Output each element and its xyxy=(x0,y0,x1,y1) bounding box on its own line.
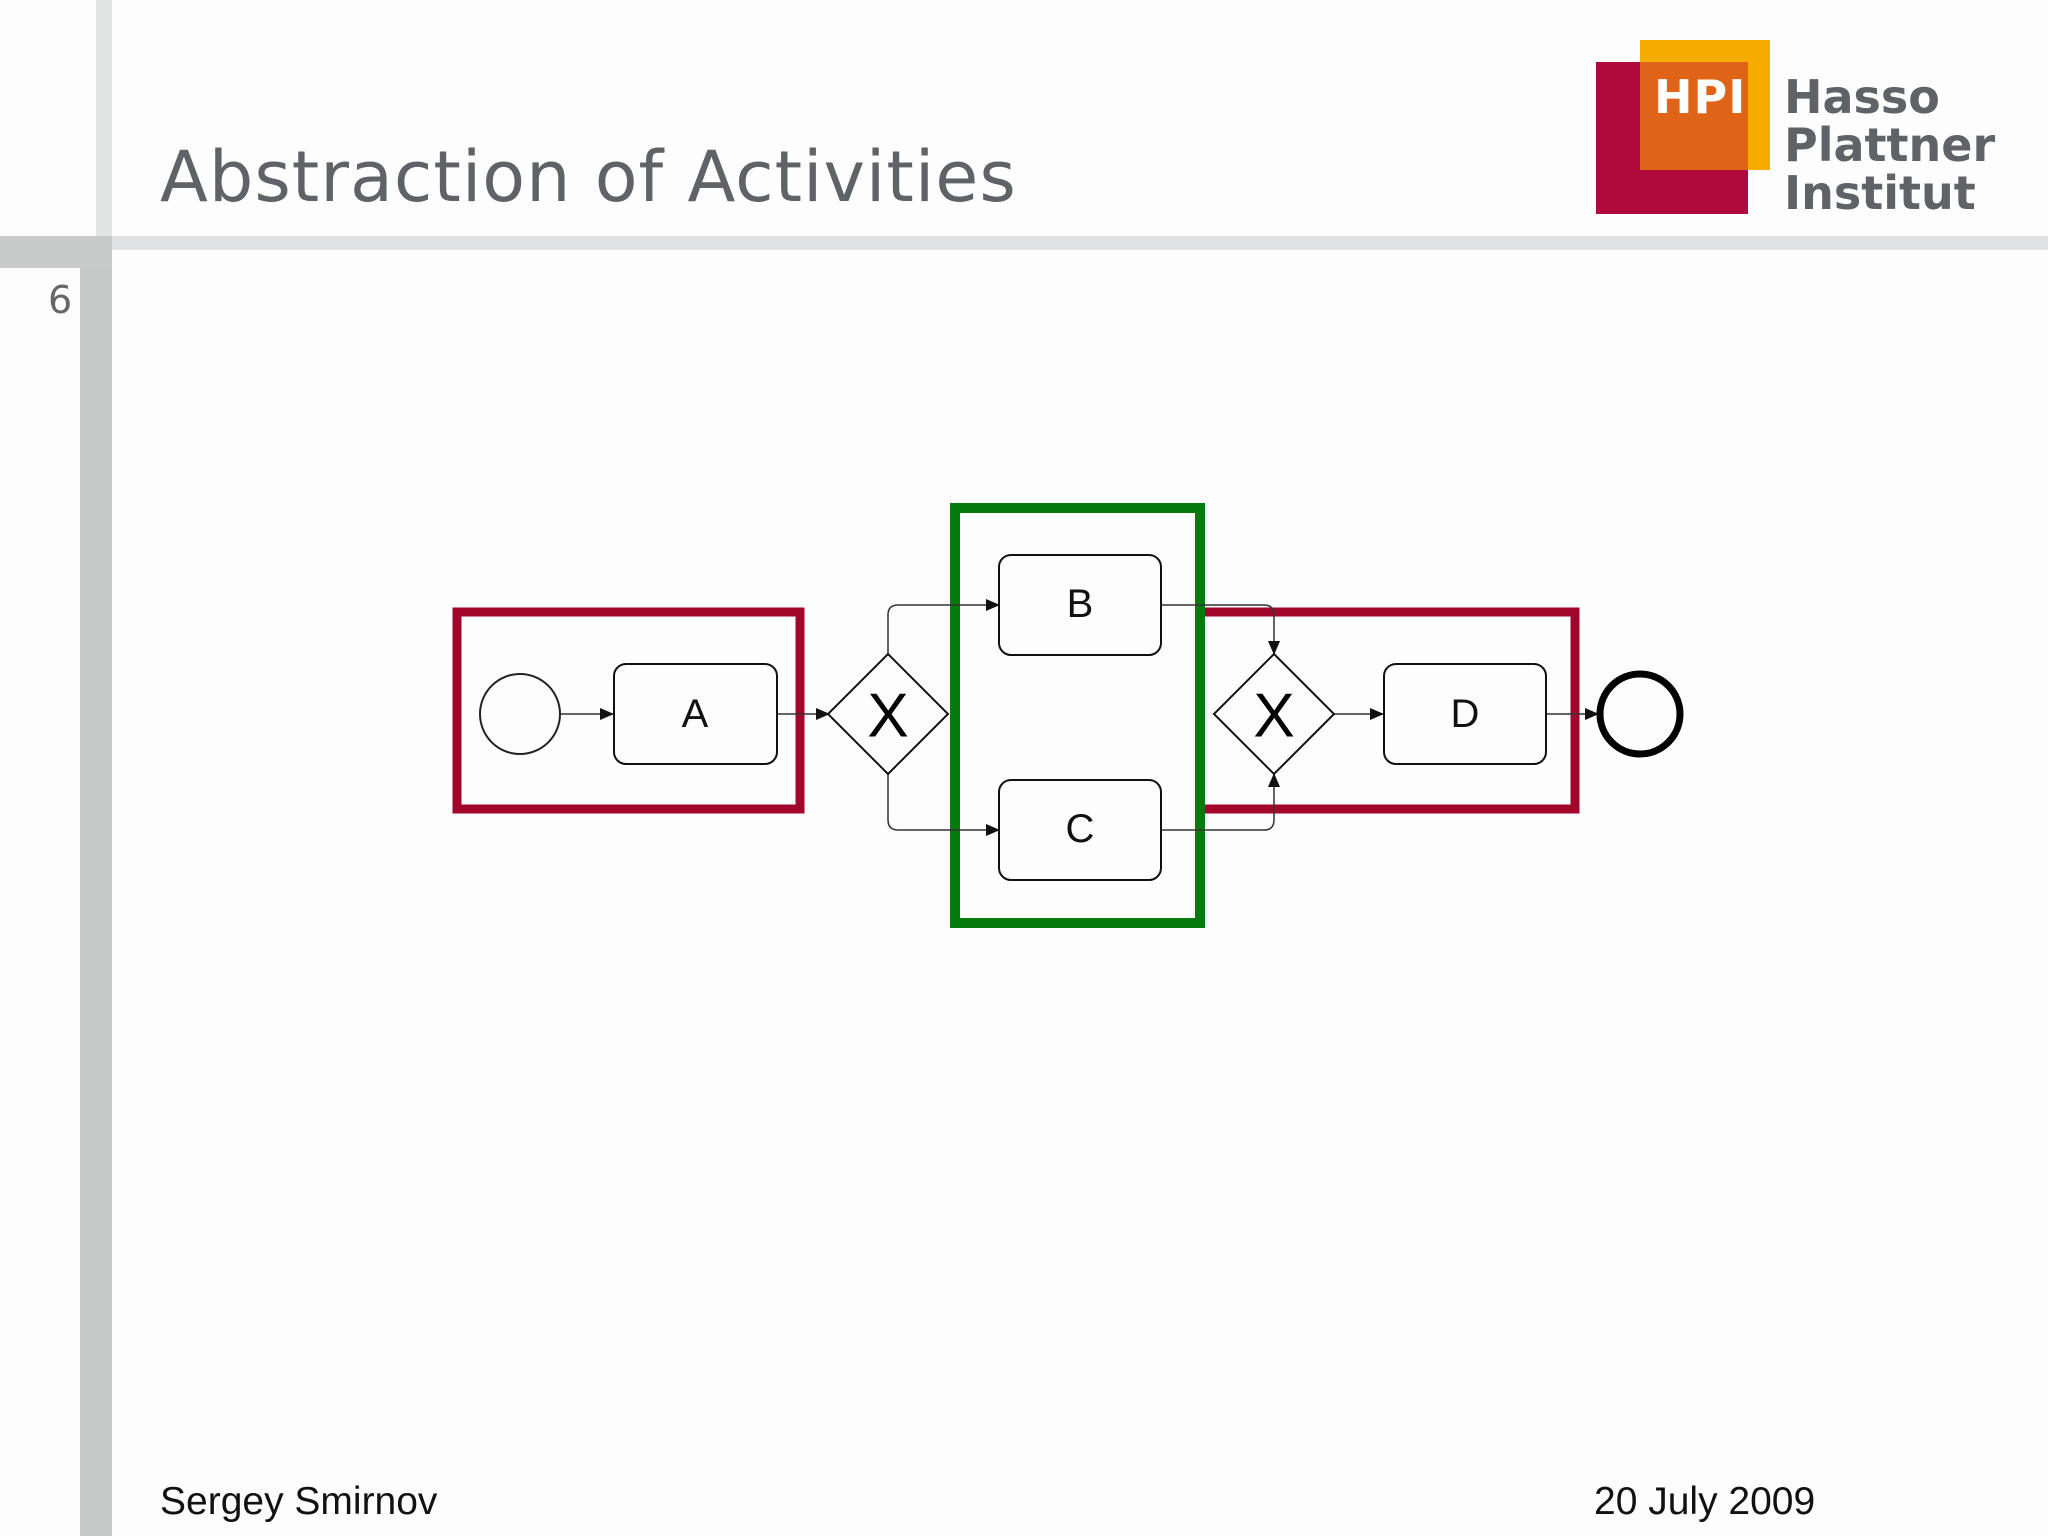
highlight-box-left xyxy=(452,607,805,814)
flow-split-to-b xyxy=(887,599,1000,654)
highlight-box-center xyxy=(950,503,1205,928)
logo-name-line-1: Hasso xyxy=(1784,70,1940,124)
footer-author: Sergey Smirnov xyxy=(160,1480,438,1523)
decorative-horizontal-bar xyxy=(0,236,2048,250)
hpi-logo: HPI Hasso Plattner Institut xyxy=(1596,40,1996,225)
start-event xyxy=(479,673,561,755)
activity-c-label: C xyxy=(1066,807,1095,851)
activity-c: C xyxy=(998,779,1162,881)
footer-date: 20 July 2009 xyxy=(1594,1480,1816,1523)
end-event xyxy=(1596,670,1684,758)
xor-split-symbol: X xyxy=(867,682,908,751)
activity-b-label: B xyxy=(1067,582,1094,626)
slide-title: Abstraction of Activities xyxy=(160,136,1017,218)
flow-b-to-join xyxy=(1161,604,1280,655)
logo-orange-square xyxy=(1640,62,1748,170)
page-number: 6 xyxy=(48,278,73,322)
logo-name-line-3: Institut xyxy=(1784,166,1976,220)
highlight-box-right xyxy=(1203,607,1580,814)
activity-b: B xyxy=(998,554,1162,656)
flow-c-to-join xyxy=(1161,773,1280,831)
decorative-vertical-bar xyxy=(80,236,112,1536)
activity-a-label: A xyxy=(682,692,709,736)
flow-split-to-c xyxy=(887,774,1000,836)
decorative-horizontal-bar-left xyxy=(0,236,112,268)
xor-join-symbol: X xyxy=(1253,682,1294,751)
xor-join-gateway: X xyxy=(1212,652,1336,776)
activity-a: A xyxy=(613,663,778,765)
activity-d: D xyxy=(1383,663,1547,765)
xor-split-gateway: X xyxy=(826,652,950,776)
decorative-vertical-bar-top xyxy=(96,0,112,236)
logo-name-line-2: Plattner xyxy=(1784,118,1996,172)
logo-abbreviation: HPI xyxy=(1654,70,1747,124)
activity-d-label: D xyxy=(1451,692,1480,736)
